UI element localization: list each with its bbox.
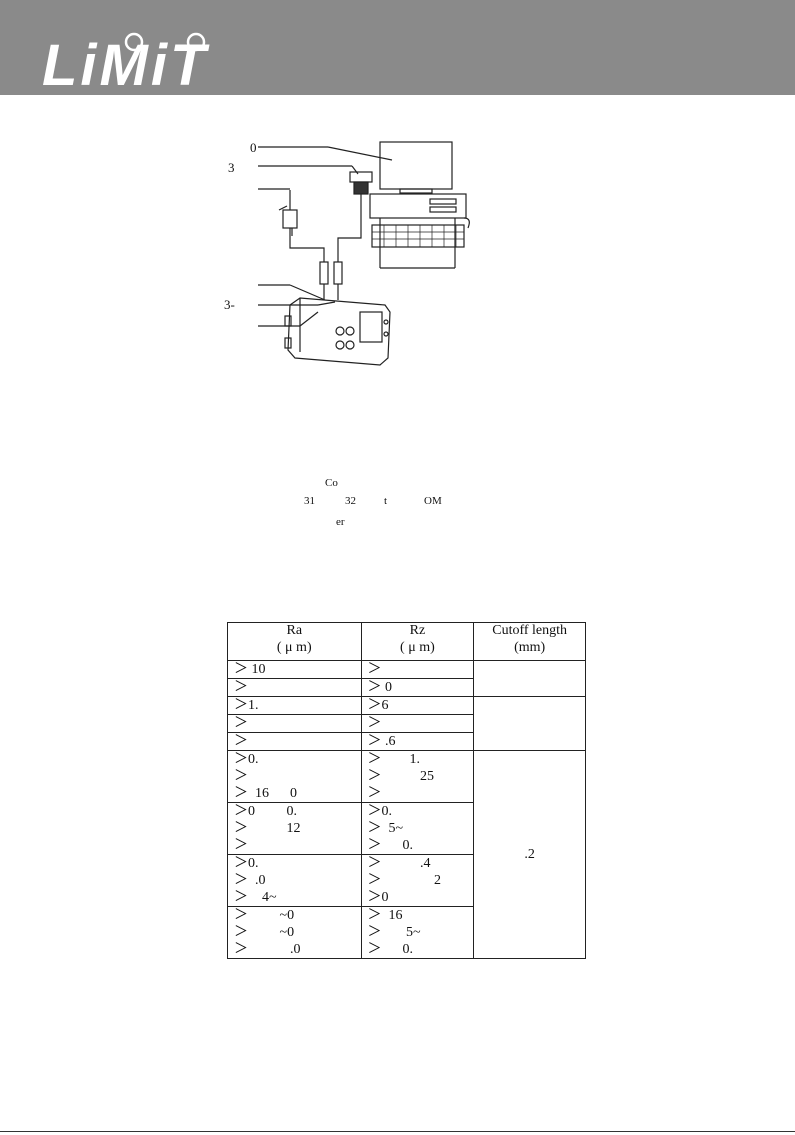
rz-line: ＞ 1.	[367, 752, 421, 767]
header-banner	[0, 0, 795, 95]
ra-cell: ＞	[227, 678, 362, 697]
power-adapter-icon	[282, 209, 298, 229]
rz-line: ＞0	[367, 890, 389, 905]
rz-cell: ＞6	[360, 696, 475, 715]
footer-rule	[0, 1131, 795, 1132]
text-fragment-er: er	[336, 516, 345, 528]
header-ra-unit: ( μ m)	[276, 640, 312, 655]
brand-logo: LiMiT	[42, 32, 210, 90]
ra-cell: ＞	[227, 732, 362, 751]
ra-line: ＞	[234, 769, 248, 784]
ra-line: ＞0.	[234, 752, 259, 767]
rz-line: ＞ 0.	[367, 838, 414, 853]
header-cutoff-title: Cutoff length	[492, 623, 568, 638]
ra-line: ＞ 12	[234, 821, 301, 836]
table-row: ＞ ＞	[227, 714, 586, 733]
rz-cell: ＞ 1. ＞ 25 ＞	[360, 750, 475, 803]
cutoff-value-cell: .2	[473, 750, 586, 959]
ra-line: ＞ ~0	[234, 925, 295, 940]
ra-cell: ＞0 0. ＞ 12 ＞	[227, 802, 362, 855]
rz-line: ＞ 16	[367, 908, 403, 923]
text-fragment-om: OM	[424, 495, 442, 507]
diagram-label-3-dash: 3-	[224, 297, 235, 312]
table-row: ＞0 0. ＞ 12 ＞ ＞0. ＞ 5~ ＞ 0.	[227, 802, 586, 855]
ra-line: ＞ 16 0	[234, 786, 297, 801]
header-rz: Rz ( μ m)	[360, 622, 475, 661]
plug-right-icon	[333, 261, 343, 285]
ra-cell: ＞	[227, 714, 362, 733]
header-ra-title: Ra	[286, 623, 303, 638]
table-row: ＞ 10 ＞	[227, 660, 586, 697]
rz-line: ＞ 5~	[367, 821, 404, 836]
header-cutoff-unit: (mm)	[514, 640, 546, 655]
text-fragment-t: t	[384, 495, 388, 507]
computer-case-icon	[369, 193, 467, 219]
logo-dot-2	[186, 32, 206, 52]
diagram-label-0: 0	[250, 140, 257, 155]
rz-line: ＞	[367, 786, 382, 801]
text-fragment-31: 31	[304, 495, 315, 507]
header-ra: Ra ( μ m)	[227, 622, 362, 661]
table-row: ＞0. ＞ .0 ＞ 4~ ＞ .4 ＞ 2 ＞0	[227, 854, 586, 907]
header-cutoff: Cutoff length (mm)	[473, 622, 586, 661]
header-rz-title: Rz	[409, 623, 426, 638]
ra-line: ＞0.	[234, 856, 259, 871]
ra-line: ＞ .0	[234, 942, 301, 957]
rz-line: ＞ 25	[367, 769, 435, 784]
plug-left-icon	[319, 261, 329, 285]
cutoff-cell-blank-2	[473, 696, 586, 751]
serial-adapter-icon	[349, 171, 373, 183]
rz-cell: ＞0. ＞ 5~ ＞ 0.	[360, 802, 475, 855]
rz-line: ＞0.	[367, 804, 393, 819]
rz-cell: ＞	[360, 714, 475, 733]
rz-line: ＞ 0.	[367, 942, 414, 957]
rz-cell: ＞ 0	[360, 678, 475, 697]
rz-line: ＞ 2	[367, 873, 442, 888]
ra-cell: ＞ ~0 ＞ ~0 ＞ .0	[227, 906, 362, 959]
text-fragment-co: Co	[325, 477, 338, 489]
connection-diagram	[258, 141, 470, 366]
table-row: ＞1. ＞6	[227, 696, 586, 751]
rz-line: ＞ .4	[367, 856, 431, 871]
ra-line: ＞ ~0	[234, 908, 295, 923]
header-rz-unit: ( μ m)	[400, 640, 435, 655]
diagram-label-3: 3	[228, 160, 235, 175]
logo-dot-1	[124, 32, 144, 52]
text-fragment-32: 32	[345, 495, 356, 507]
cutoff-cell-blank-1	[473, 660, 586, 697]
ra-line: ＞	[234, 838, 248, 853]
ra-cell: ＞0. ＞ ＞ 16 0	[227, 750, 362, 803]
ra-line: ＞0 0.	[234, 804, 297, 819]
keyboard-icon	[371, 224, 465, 248]
rz-cell: ＞ .4 ＞ 2 ＞0	[360, 854, 475, 907]
ra-line: ＞ 4~	[234, 890, 277, 905]
table-header-row: Ra ( μ m) Rz ( μ m) Cutoff length (mm)	[227, 622, 586, 661]
ra-cell: ＞0. ＞ .0 ＞ 4~	[227, 854, 362, 907]
table-row: ＞ ~0 ＞ ~0 ＞ .0 ＞ 16 ＞ 5~ ＞ 0.	[227, 906, 586, 959]
rz-cell: ＞	[360, 660, 475, 679]
table-row: ＞0. ＞ ＞ 16 0 ＞ 1. ＞ 25 ＞ .2	[227, 750, 586, 959]
monitor-icon	[379, 141, 453, 190]
ra-line: ＞ .0	[234, 873, 266, 888]
brand-logo-text: LiMiT	[42, 33, 210, 90]
ra-cell: ＞ 10	[227, 660, 362, 679]
ra-cell: ＞1.	[227, 696, 362, 715]
rz-cell: ＞ .6	[360, 732, 475, 751]
rz-line: ＞ 5~	[367, 925, 421, 940]
cutoff-length-table: Ra ( μ m) Rz ( μ m) Cutoff length (mm) ＞…	[227, 622, 586, 959]
rz-cell: ＞ 16 ＞ 5~ ＞ 0.	[360, 906, 475, 959]
